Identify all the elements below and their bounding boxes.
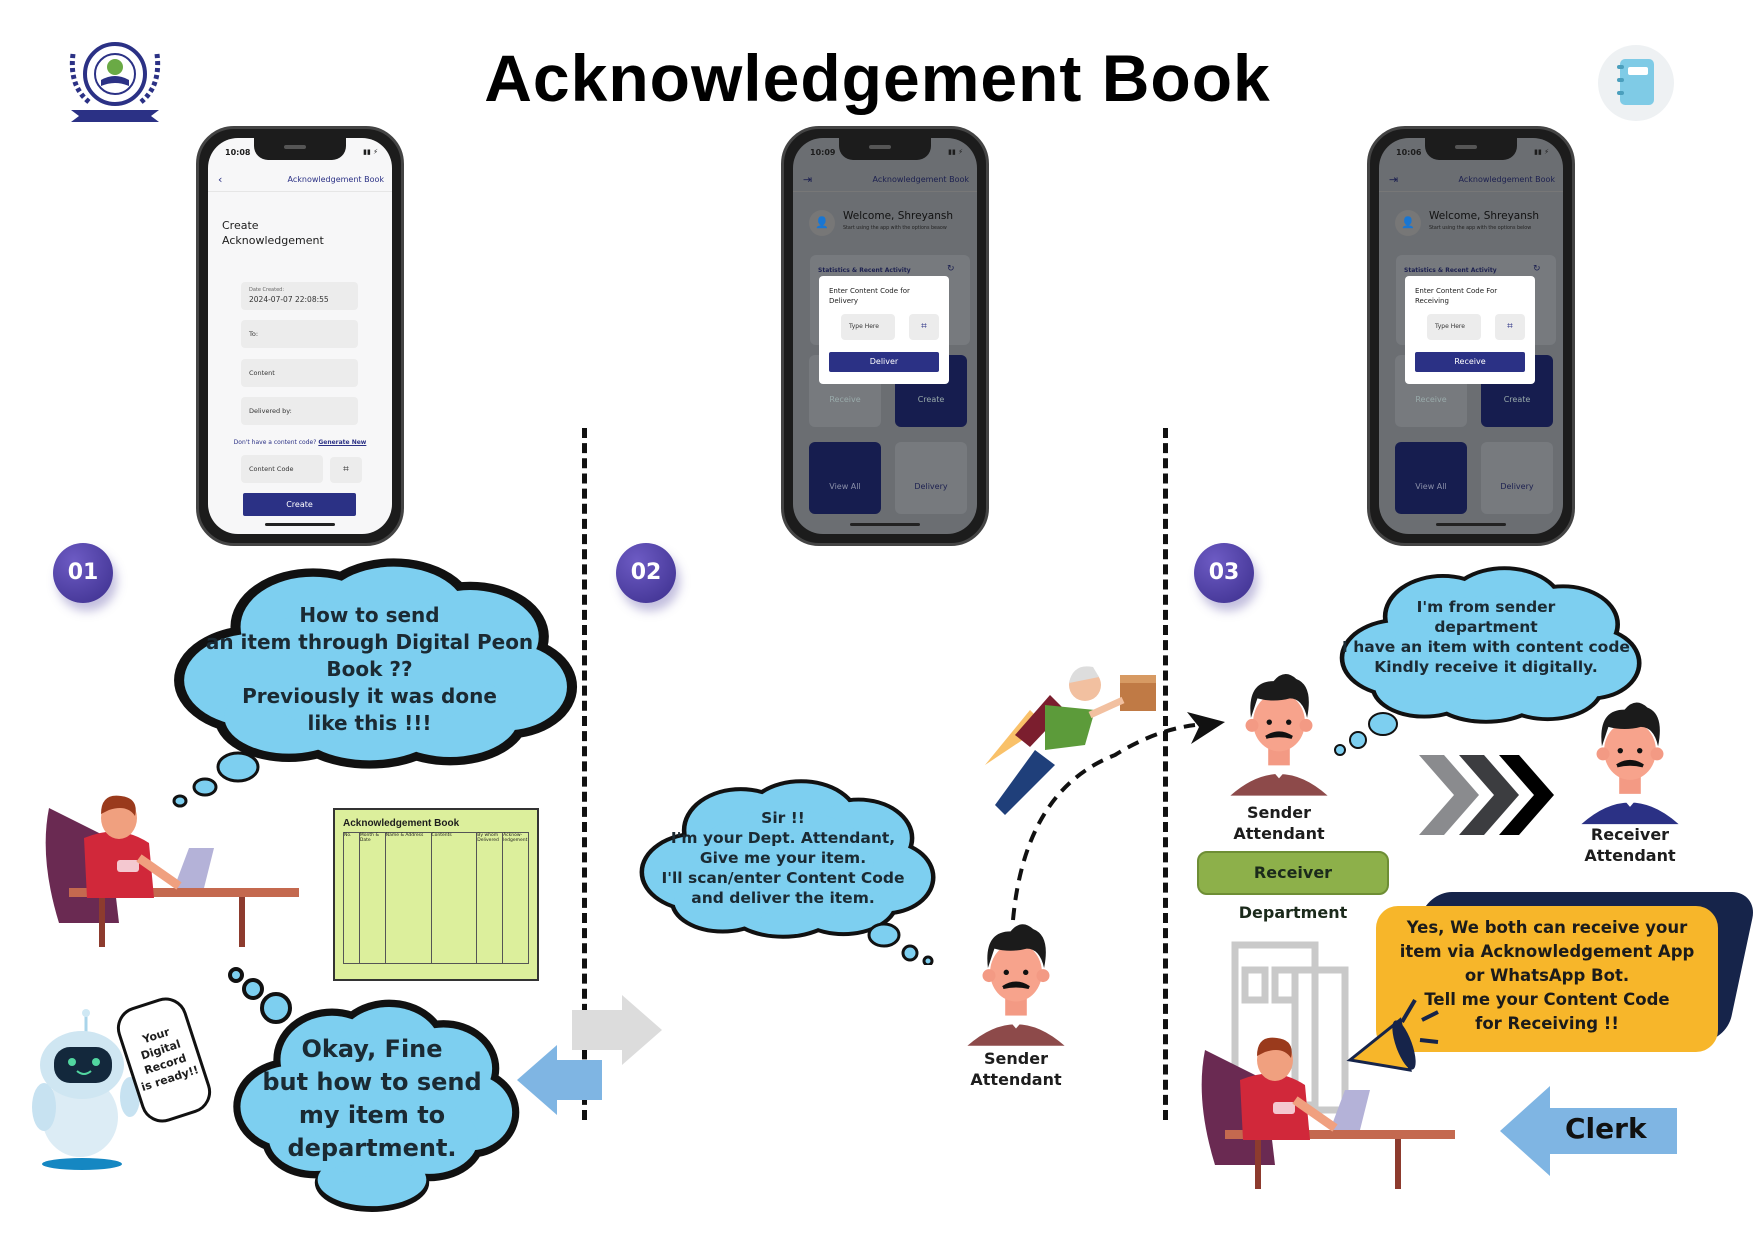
content-code-field[interactable]: Content Code: [241, 455, 323, 483]
chevrons-right-icon: [1419, 755, 1554, 835]
thought-dots: [867, 922, 934, 965]
exchange-arrows-icon: [517, 995, 662, 1115]
content-field[interactable]: Content: [241, 359, 358, 387]
status-time: 10:08: [225, 148, 251, 157]
sender-attendant-avatar: [1228, 672, 1330, 798]
tile-view-all[interactable]: View All: [809, 442, 881, 514]
dialog-title: Enter Content Code For Receiving: [1415, 287, 1498, 305]
logout-icon[interactable]: ⇥: [803, 173, 813, 186]
screen-heading: Create: [222, 219, 259, 232]
handwritten-ledger-image: Acknowledgement Book No. Month & Date Na…: [333, 808, 539, 981]
delivered-by-field[interactable]: Delivered by:: [241, 397, 358, 425]
tile-delivery[interactable]: Delivery: [1481, 442, 1553, 514]
battery-icon: ▮▮ ⚡: [363, 148, 378, 156]
welcome-subtitle: Start using the app with the options bea…: [843, 226, 947, 231]
logout-icon[interactable]: ⇥: [1389, 173, 1399, 186]
stats-title: Statistics & Recent Activity: [1404, 267, 1497, 274]
deliver-button[interactable]: Deliver: [829, 352, 939, 372]
welcome-text: Welcome, Shreyansh: [1429, 210, 1539, 222]
thought-dots: [172, 751, 260, 808]
man-at-desk-illustration: [39, 783, 299, 963]
welcome-subtitle: Start using the app with the options bel…: [1429, 226, 1532, 231]
content-code-input[interactable]: Type Here: [841, 314, 895, 340]
phone-receive: 10:06 ▮▮ ⚡ ⇥ Acknowledgement Book 👤 Welco…: [1367, 126, 1575, 546]
divider: [1163, 428, 1168, 1120]
to-field[interactable]: To:: [241, 320, 358, 348]
date-label: Date Created:: [249, 287, 285, 293]
receiver-attendant-avatar: [1579, 700, 1681, 826]
qr-scan-icon[interactable]: ⌗: [909, 314, 939, 340]
create-button[interactable]: Create: [243, 493, 356, 516]
clerk-arrow: Clerk: [1500, 1086, 1677, 1176]
flying-delivery-man-illustration: [985, 666, 1156, 815]
university-logo: [67, 36, 163, 124]
tile-delivery[interactable]: Delivery: [895, 442, 967, 514]
divider: [582, 428, 587, 1120]
content-code-dialog: Enter Content Code For Receiving Type He…: [1405, 276, 1535, 384]
megaphone-icon: [1346, 998, 1439, 1072]
content-code-input[interactable]: Type Here: [1427, 314, 1481, 340]
clerk-at-desk-illustration: [1195, 941, 1455, 1195]
app-title: Acknowledgement Book: [872, 175, 969, 184]
welcome-text: Welcome, Shreyansh: [843, 210, 953, 222]
delivery-path-arrow: [1011, 712, 1225, 921]
stats-title: Statistics & Recent Activity: [818, 267, 911, 274]
app-title: Acknowledgement Book: [1458, 175, 1555, 184]
qr-scan-icon[interactable]: ⌗: [330, 457, 362, 483]
step-badge-1: 01: [53, 543, 113, 603]
screen-heading-2: Acknowledgement: [222, 234, 324, 247]
thought-dots: [228, 967, 292, 1024]
app-header: ‹ Acknowledgement Book: [208, 168, 392, 192]
content-code-dialog: Enter Content Code for Delivery Type Her…: [819, 276, 949, 384]
thought-bubble-attendant: Sir !!I'm your Dept. Attendant,Give me y…: [632, 778, 934, 940]
battery-icon: ▮▮ ⚡: [948, 148, 963, 156]
notebook-icon: [1598, 45, 1674, 121]
tile-view-all[interactable]: View All: [1395, 442, 1467, 514]
dialog-title: Enter Content Code for Delivery: [829, 287, 910, 305]
battery-icon: ▮▮ ⚡: [1534, 148, 1549, 156]
chevron-left-icon[interactable]: ‹: [218, 173, 223, 186]
receive-button[interactable]: Receive: [1415, 352, 1525, 372]
refresh-icon[interactable]: ↻: [1533, 264, 1541, 274]
step-badge-2: 02: [616, 543, 676, 603]
status-time: 10:09: [810, 148, 836, 157]
step-badge-3: 03: [1194, 543, 1254, 603]
date-created-field[interactable]: Date Created: 2024-07-07 22:08:55: [241, 282, 358, 310]
app-title: Acknowledgement Book: [287, 175, 384, 184]
receiver-department-badge: Receiver Department: [1197, 851, 1389, 922]
date-value: 2024-07-07 22:08:55: [249, 295, 329, 304]
generate-new-link[interactable]: Generate New: [318, 439, 367, 446]
ledger-title: Acknowledgement Book: [343, 818, 460, 829]
phone-create-acknowledgement: 10:08 ▮▮ ⚡ ‹ Acknowledgement Book Create…: [196, 126, 404, 546]
status-time: 10:06: [1396, 148, 1422, 157]
qr-scan-icon[interactable]: ⌗: [1495, 314, 1525, 340]
no-code-text: Don't have a content code?: [233, 439, 317, 446]
user-icon: 👤: [1395, 210, 1421, 236]
thought-dots: [1334, 712, 1398, 756]
sender-attendant-avatar: [965, 922, 1067, 1046]
clerk-label: Clerk: [1565, 1112, 1647, 1145]
page-title: Acknowledgement Book: [484, 41, 1271, 115]
user-icon: 👤: [809, 210, 835, 236]
refresh-icon[interactable]: ↻: [947, 264, 955, 274]
phone-deliver: 10:09 ▮▮ ⚡ ⇥ Acknowledgement Book 👤 Welco…: [781, 126, 989, 546]
